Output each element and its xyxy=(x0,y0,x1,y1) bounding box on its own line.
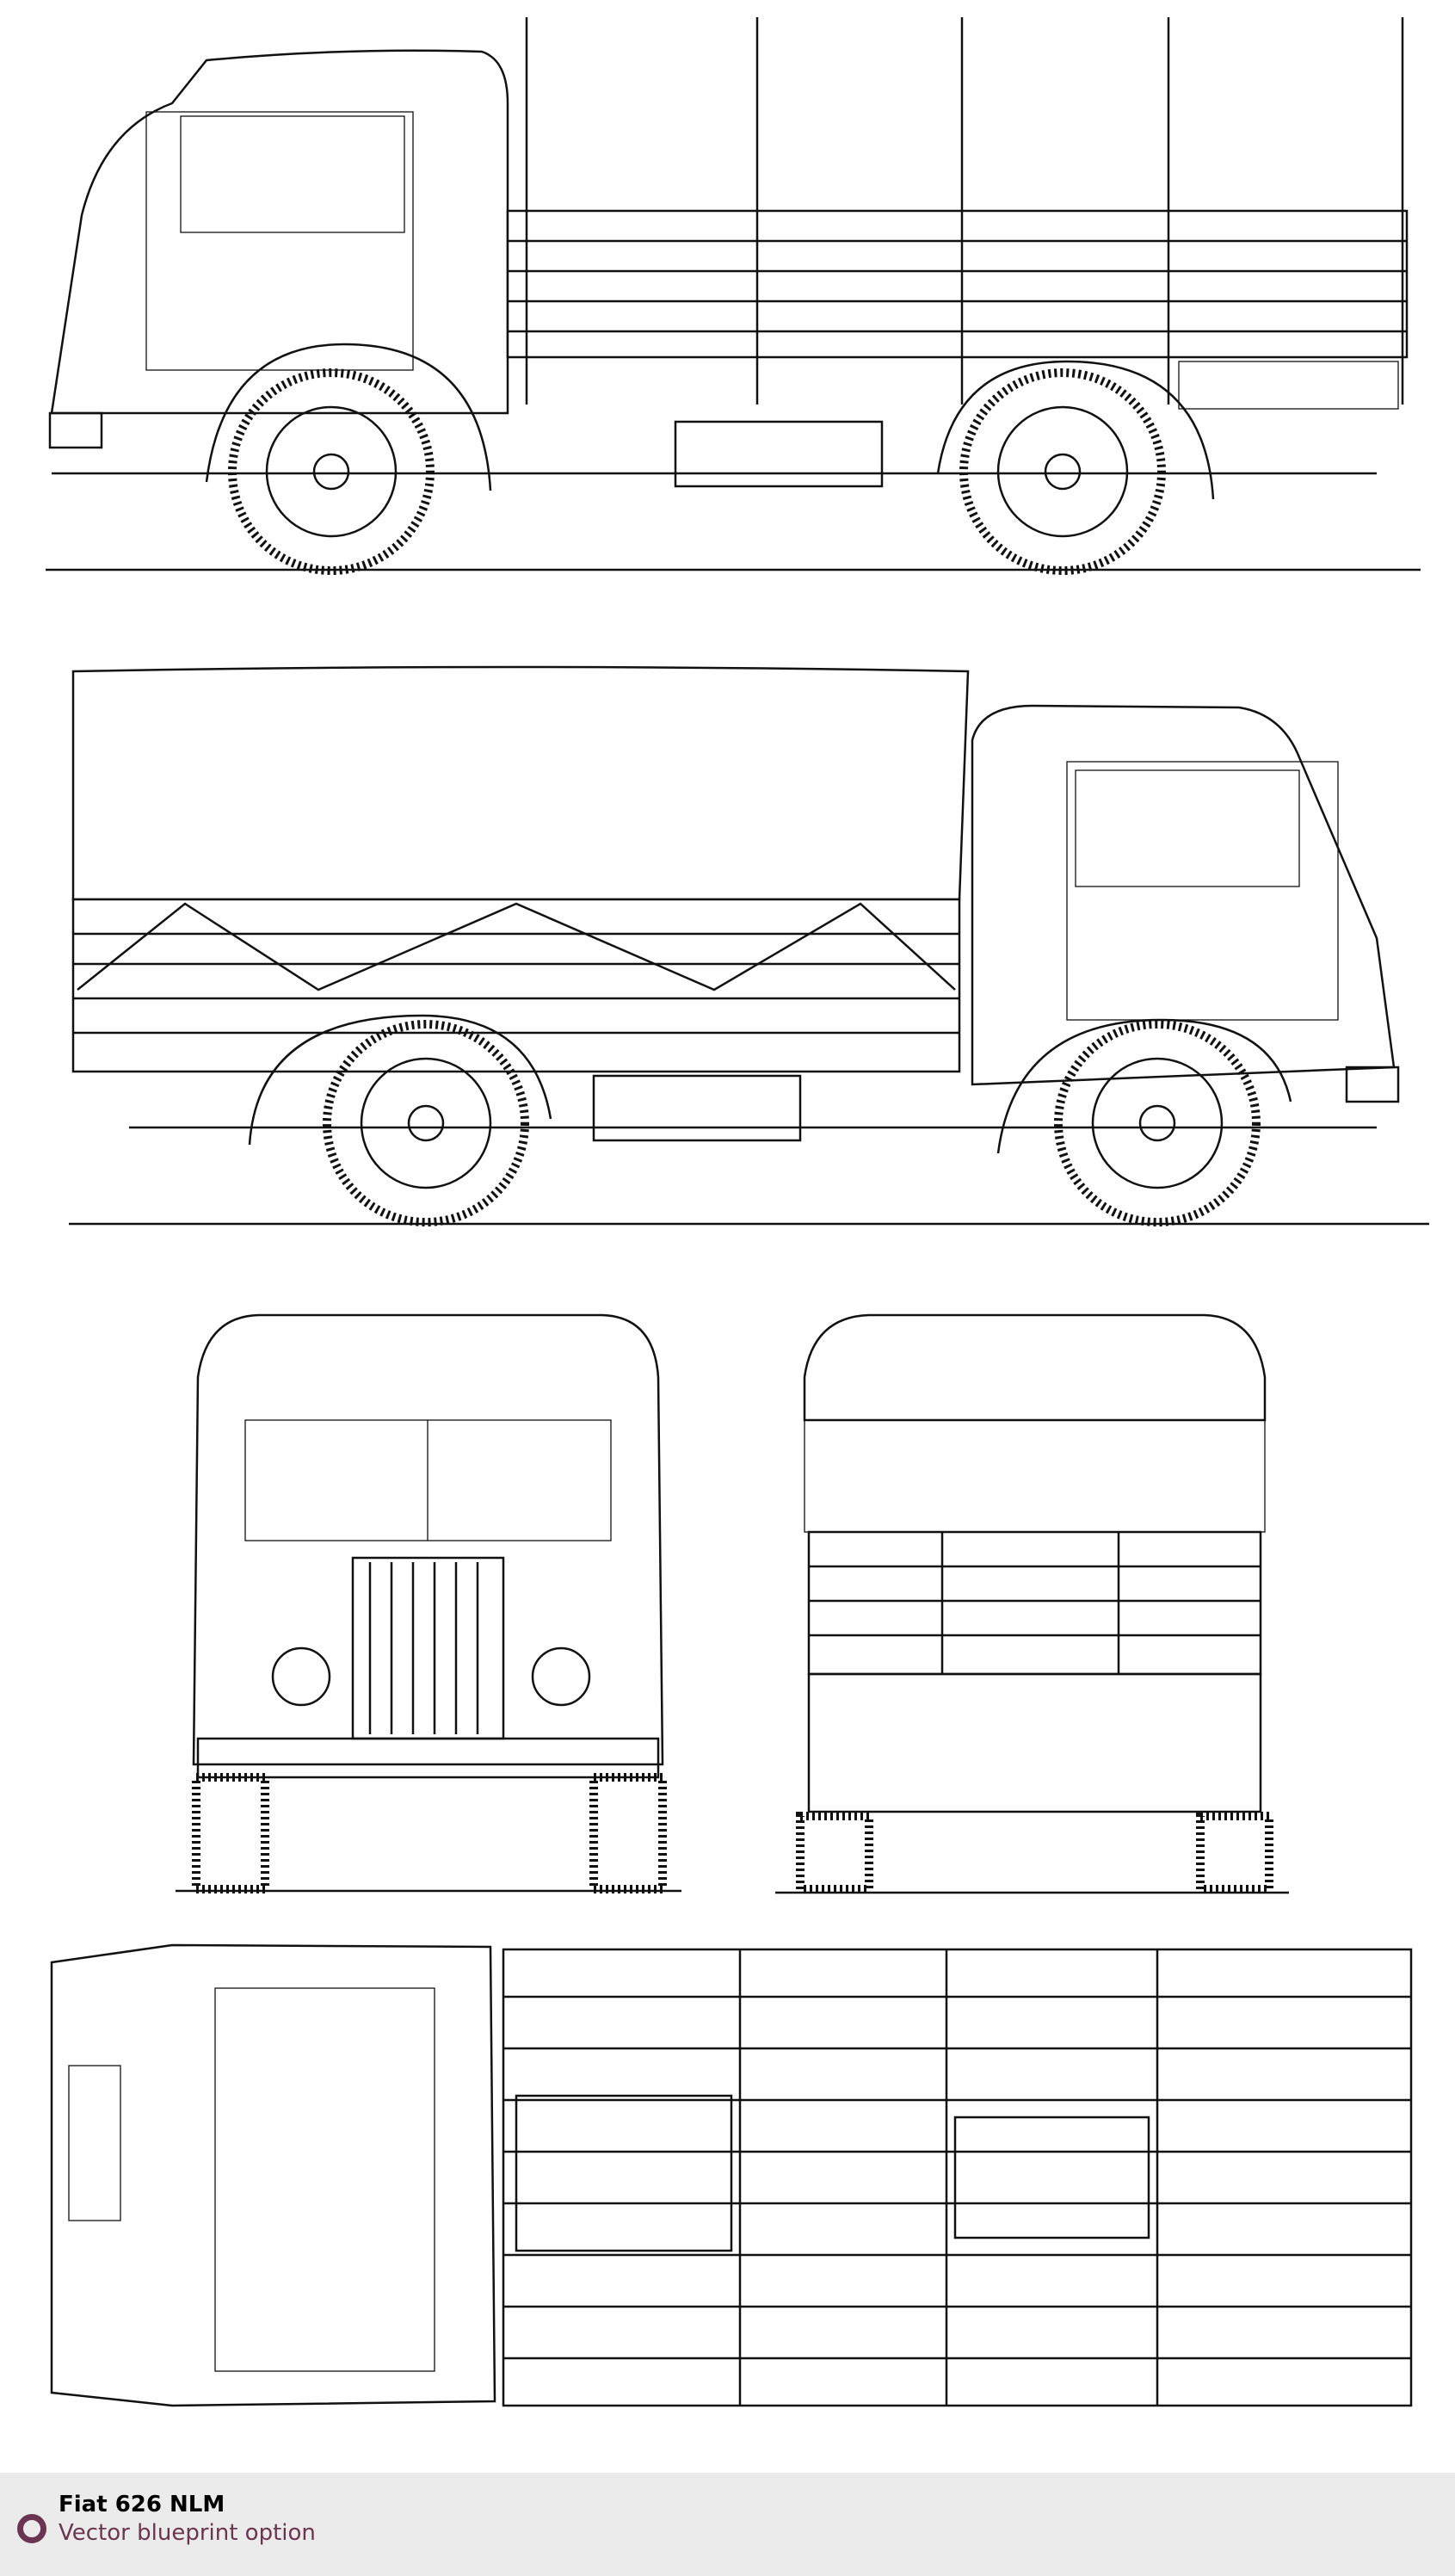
caption-subtitle: Vector blueprint option xyxy=(59,2520,316,2546)
rear-view xyxy=(775,1313,1289,1894)
front-view xyxy=(176,1313,681,1893)
side-view-right-covered xyxy=(69,665,1429,1226)
truck-blueprint-drawing xyxy=(46,17,1429,2407)
caption-title: Fiat 626 NLM xyxy=(59,2492,225,2517)
circle-bullet-icon xyxy=(17,2514,46,2543)
top-view xyxy=(50,1943,1413,2407)
caption-bar xyxy=(0,2473,1455,2576)
side-view-left xyxy=(46,17,1421,575)
